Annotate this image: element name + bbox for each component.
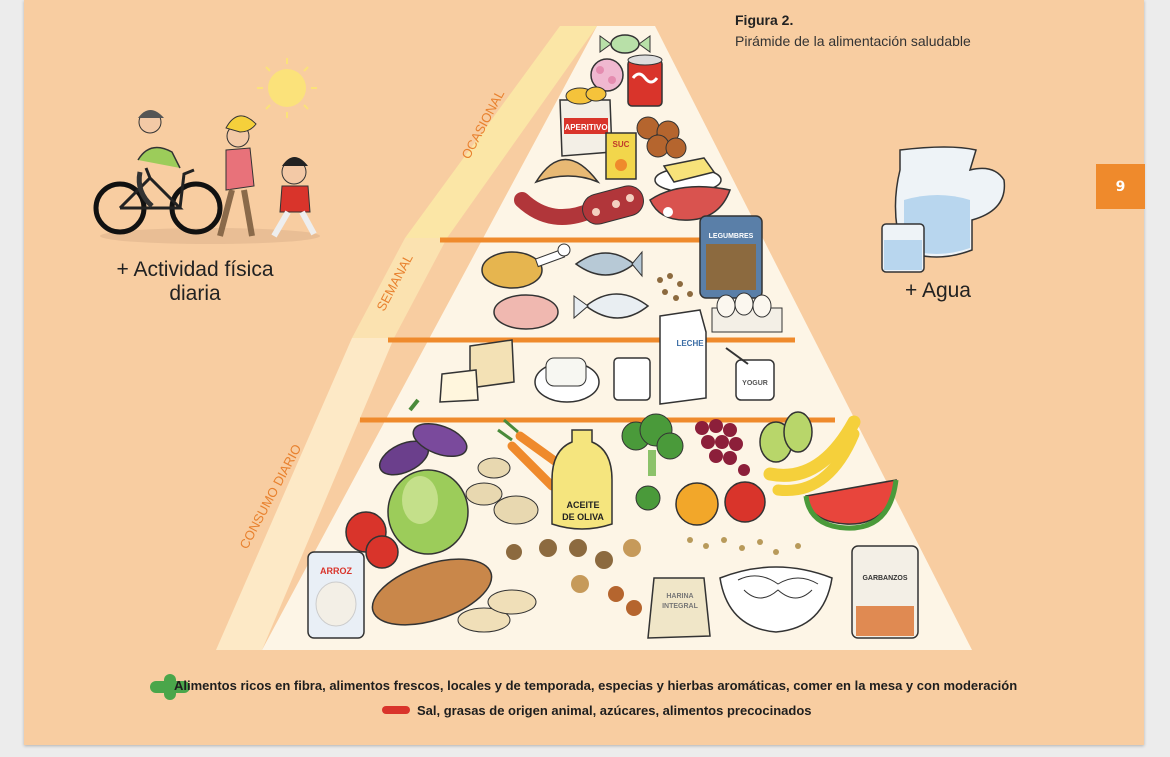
- ham-icon: [493, 294, 559, 330]
- water-label: + Agua: [905, 279, 971, 302]
- rice-bag-icon: ARROZ: [307, 551, 365, 639]
- pears-icon: [759, 411, 813, 463]
- watermelon-icon: [803, 479, 899, 531]
- cheese-icon: [439, 339, 515, 403]
- fish-icon: [573, 293, 650, 320]
- eggs-icon: [711, 292, 783, 333]
- ground-shadow: [100, 228, 320, 244]
- aceite-label-1: ACEITE: [566, 500, 599, 510]
- fresh-cheese-icon: [534, 357, 600, 403]
- grapes-icon: [695, 419, 750, 476]
- chicken-leg-icon: [481, 243, 571, 289]
- legumbres-label: LEGUMBRES: [709, 233, 754, 240]
- bananas-icon: [763, 415, 861, 497]
- garbanzos-label: GARBANZOS: [862, 575, 907, 582]
- page-number-badge: 9: [1096, 164, 1145, 209]
- sun-icon: [257, 58, 317, 118]
- bread-icon: [371, 558, 537, 633]
- glass-icon: [613, 357, 651, 401]
- leche-label: LECHE: [676, 339, 704, 348]
- water-glass-icon: [881, 223, 925, 273]
- croissant-icon: [534, 158, 601, 184]
- legend-minus-text: Sal, grasas de origen animal, azúcares, …: [417, 703, 812, 718]
- aceite-label-2: DE OLIVA: [562, 512, 604, 522]
- juice-box-icon: SUC: [605, 132, 637, 180]
- cookies-icon: [636, 116, 687, 159]
- olive-oil-icon: ACEITE DE OLIVA: [551, 429, 613, 530]
- plus-icon: [150, 674, 190, 700]
- tomato-icon: [345, 511, 399, 569]
- fish-icon: [574, 250, 643, 278]
- harina-label-1: HARINA: [666, 593, 693, 600]
- chickpeas-icon: [687, 537, 801, 555]
- pastry-icon: [590, 58, 624, 92]
- walking-woman-icon: [217, 115, 257, 237]
- running-child-icon: [271, 157, 317, 238]
- lentils-icon: [657, 273, 693, 301]
- orange-icon: [675, 482, 719, 526]
- band-ocasional: [405, 26, 597, 238]
- eggplant-icon: [378, 398, 468, 476]
- aperitivo-label: APERITIVO: [564, 123, 607, 132]
- broccoli-icon: [621, 413, 684, 511]
- arroz-label: ARROZ: [320, 566, 352, 576]
- cyclist-icon: [93, 110, 223, 235]
- pasta-colander-icon: [719, 566, 833, 633]
- yogurt-icon: YOGUR: [725, 347, 775, 401]
- yogur-label: YOGUR: [742, 380, 768, 387]
- flour-bag-icon: HARINA INTEGRAL: [647, 577, 711, 639]
- nuts-icon: [506, 539, 642, 616]
- zumo-label: SUC: [613, 140, 630, 149]
- band-diario: [216, 338, 394, 650]
- soda-can-icon: [627, 54, 663, 107]
- apple-icon: [724, 481, 766, 523]
- minus-icon: [382, 706, 410, 714]
- potatoes-icon: [465, 457, 539, 525]
- legumbres-bag-icon: LEGUMBRES: [699, 215, 763, 299]
- figure-subtitle: Pirámide de la alimentación saludable: [735, 33, 971, 49]
- harina-label-2: INTEGRAL: [662, 603, 699, 610]
- chips-bag-icon: APERITIVO: [559, 86, 613, 157]
- garbanzos-bag-icon: GARBANZOS: [851, 545, 919, 639]
- steak-icon: [649, 185, 731, 221]
- milk-carton-icon: LECHE: [659, 309, 707, 405]
- sausage-icon: [514, 185, 644, 225]
- candy-icon: [599, 34, 651, 54]
- figure-title: Figura 2.: [735, 12, 794, 28]
- legend-plus-text: Alimentos ricos en fibra, alimentos fres…: [174, 678, 1018, 693]
- lettuce-icon: [387, 469, 469, 555]
- band-semanal: [352, 238, 447, 338]
